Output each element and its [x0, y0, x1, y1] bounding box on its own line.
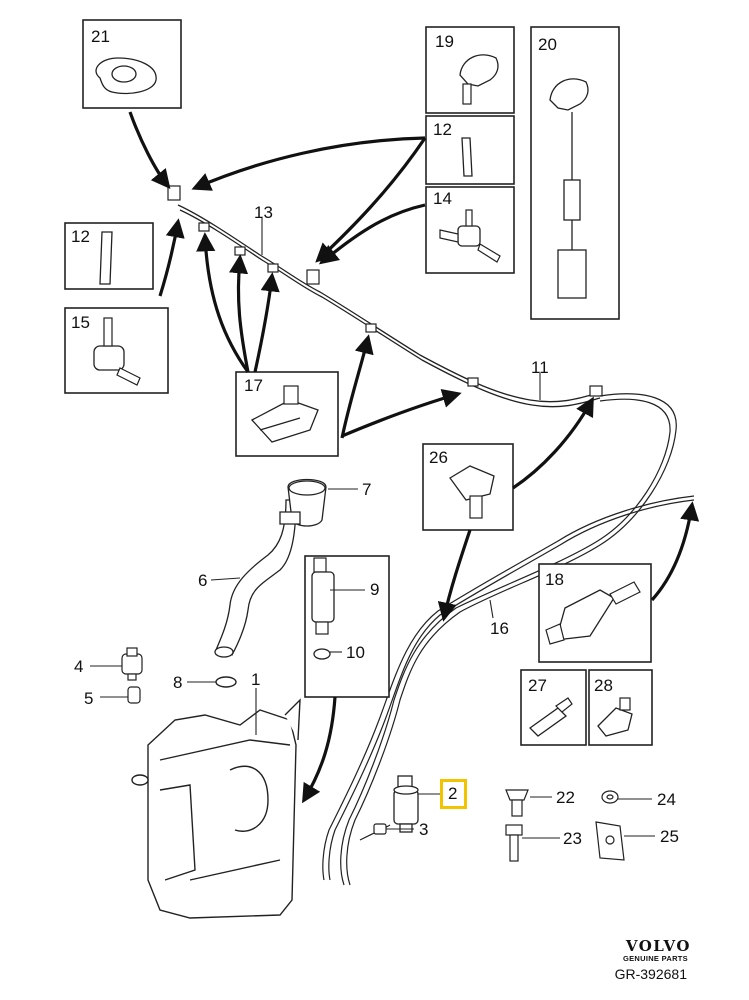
o-ring-8: [215, 676, 237, 688]
callout-3: 3: [419, 820, 429, 839]
callout-1: 1: [251, 670, 261, 689]
part-box-26: [422, 443, 514, 531]
washer-hose-16: [322, 393, 695, 886]
callout-22: 22: [556, 788, 575, 807]
callout-10: 10: [346, 643, 365, 662]
part-box-17: [235, 371, 339, 457]
callout-2[interactable]: 2: [448, 784, 458, 803]
part-box-28: [588, 669, 653, 746]
part-box-19: [425, 26, 515, 114]
callout-4: 4: [74, 657, 84, 676]
part-label-17: 17: [244, 376, 263, 395]
part-box-21: [82, 19, 182, 109]
diagram-reference: GR-392681: [614, 966, 687, 982]
part-label-20: 20: [538, 35, 557, 54]
callout-11: 11: [531, 358, 549, 377]
reference-arrows: [128, 111, 700, 804]
callout-13: 13: [254, 203, 273, 222]
callout-5: 5: [84, 689, 94, 708]
part-box-20: [530, 26, 620, 320]
part-box-14: [425, 186, 515, 274]
grommet-3: [373, 823, 387, 835]
part-box-12-top: [425, 115, 515, 185]
part-label-21: 21: [91, 27, 110, 46]
cap-5: [127, 686, 141, 704]
washer-pump-2: [393, 775, 419, 833]
highlighted-part-2-frame[interactable]: [440, 779, 467, 809]
part-label-12-left: 12: [71, 227, 90, 246]
part-label-27: 27: [528, 676, 547, 695]
part-label-28: 28: [594, 676, 613, 695]
valve-4: [121, 647, 143, 681]
part-label-14: 14: [433, 189, 452, 208]
brand-tagline: GENUINE PARTS: [622, 954, 688, 963]
callout-16: 16: [490, 619, 509, 638]
callout-6: 6: [198, 571, 208, 590]
part-label-12-top: 12: [433, 120, 452, 139]
small-parts: [505, 789, 625, 862]
part-box-9: [304, 555, 390, 698]
callout-8: 8: [173, 673, 183, 692]
part-box-12-left: [64, 222, 154, 290]
part-label-15: 15: [71, 313, 90, 332]
part-label-18: 18: [545, 570, 564, 589]
part-label-9: 9: [370, 580, 380, 599]
part-label-26: 26: [429, 448, 448, 467]
part-box-15: [64, 307, 169, 394]
callout-23: 23: [563, 829, 582, 848]
callout-25: 25: [660, 827, 679, 846]
leader-lines: [90, 218, 655, 839]
part-label-19: 19: [435, 32, 454, 51]
part-box-27: [520, 669, 587, 746]
washer-tank-1: [131, 698, 301, 919]
brand-logo: VOLVO: [625, 937, 691, 955]
callout-7: 7: [362, 480, 372, 499]
callout-24: 24: [657, 790, 676, 809]
filler-pipe-6: [214, 478, 327, 658]
part-box-18: [538, 563, 652, 663]
